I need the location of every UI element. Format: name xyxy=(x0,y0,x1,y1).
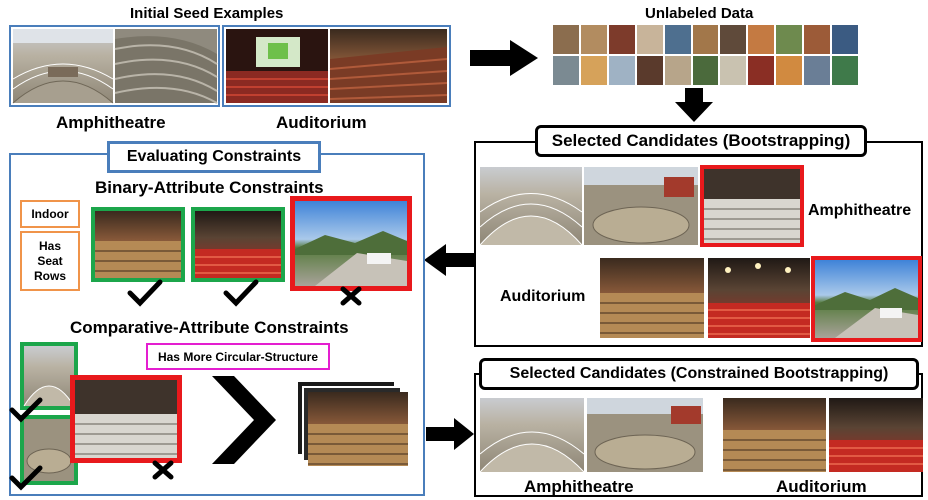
bootstrap-label-auditorium: Auditorium xyxy=(500,288,586,305)
seed-auditorium-photo-1 xyxy=(226,29,328,103)
seed-auditorium-photo-2 xyxy=(329,29,448,103)
bootstrap-amphitheatre-photo-2 xyxy=(584,167,698,245)
unlabeled-thumb xyxy=(692,56,719,85)
unlabeled-thumb xyxy=(720,25,747,54)
seed-label-amphitheatre: Amphitheatre xyxy=(56,113,166,132)
attribute-tag-line: Rows xyxy=(33,268,66,283)
bootstrap-outlier-road-frame xyxy=(811,256,922,342)
checkmark-icon xyxy=(9,465,43,491)
binary-pass-photo-2 xyxy=(195,211,281,278)
arrow-down-icon xyxy=(675,88,713,122)
unlabeled-thumb xyxy=(553,25,579,54)
unlabeled-thumb xyxy=(664,25,691,54)
evaluate-title: Evaluating Constraints xyxy=(107,141,321,173)
bootstrap-amphitheatre-photo-1 xyxy=(479,167,583,246)
bootstrap-auditorium-photo-2 xyxy=(708,258,810,338)
attribute-tag-line: Seat xyxy=(37,253,63,268)
attribute-tag-circular-structure: Has More Circular-Structure xyxy=(146,343,330,370)
cross-icon xyxy=(340,286,362,306)
seed-label-auditorium: Auditorium xyxy=(276,113,367,132)
bootstrap-title: Selected Candidates (Bootstrapping) xyxy=(535,125,867,157)
comparative-pass-photo-1 xyxy=(23,346,75,407)
bootstrap-label-amphitheatre: Amphitheatre xyxy=(808,202,912,219)
binary-pass-frame-1 xyxy=(91,207,185,282)
unlabeled-title: Unlabeled Data xyxy=(645,5,754,22)
binary-fail-road-photo xyxy=(295,201,407,286)
constrained-auditorium-photo-1 xyxy=(723,398,826,472)
comparative-pass-frame-1 xyxy=(20,342,78,410)
comparative-stack-front-photo xyxy=(308,392,408,466)
unlabeled-thumb xyxy=(832,25,858,54)
unlabeled-thumb xyxy=(832,56,858,85)
unlabeled-thumb xyxy=(748,56,775,85)
checkmark-icon xyxy=(9,397,43,423)
unlabeled-thumb xyxy=(692,25,719,54)
bootstrap-outlier-auditorium-photo xyxy=(704,169,800,243)
binary-pass-photo-1 xyxy=(95,211,181,278)
comparative-constraints-heading: Comparative-Attribute Constraints xyxy=(70,318,349,337)
checkmark-icon xyxy=(223,279,259,307)
comparative-fail-photo xyxy=(75,380,177,458)
unlabeled-thumb xyxy=(608,56,635,85)
attribute-tag-has-seat-rows: Has Seat Rows xyxy=(20,231,80,291)
seed-auditorium-frame xyxy=(222,25,451,107)
unlabeled-thumb xyxy=(608,25,635,54)
constrained-title: Selected Candidates (Constrained Bootstr… xyxy=(479,358,919,390)
cross-icon xyxy=(152,460,174,480)
unlabeled-thumb xyxy=(553,56,579,85)
unlabeled-thumb xyxy=(580,25,607,54)
bootstrap-auditorium-photo-1 xyxy=(600,258,704,338)
unlabeled-thumb xyxy=(776,56,803,85)
arrow-right-icon xyxy=(426,418,474,450)
constrained-label-amphitheatre: Amphitheatre xyxy=(524,477,634,496)
bootstrap-outlier-frame xyxy=(700,165,804,247)
constrained-amphitheatre-photo-1 xyxy=(479,398,585,473)
unlabeled-thumb xyxy=(664,56,691,85)
binary-fail-frame xyxy=(290,196,412,291)
seed-amphitheatre-frame xyxy=(9,25,220,107)
attribute-tag-line: Has xyxy=(38,238,61,253)
seed-title: Initial Seed Examples xyxy=(130,5,284,22)
unlabeled-thumb xyxy=(804,25,831,54)
unlabeled-thumb xyxy=(776,25,803,54)
constrained-amphitheatre-photo-2 xyxy=(587,398,703,472)
binary-pass-frame-2 xyxy=(191,207,285,282)
unlabeled-thumb xyxy=(636,56,663,85)
constrained-auditorium-photo-2 xyxy=(829,398,923,472)
attribute-tag-indoor: Indoor xyxy=(20,200,80,228)
unlabeled-thumb xyxy=(580,56,607,85)
constrained-label-auditorium: Auditorium xyxy=(776,477,867,496)
unlabeled-thumb xyxy=(804,56,831,85)
greater-than-icon xyxy=(212,376,276,464)
unlabeled-thumbnail-grid xyxy=(553,25,858,85)
seed-amphitheatre-photo-1 xyxy=(12,29,114,104)
unlabeled-thumb xyxy=(636,25,663,54)
unlabeled-thumb xyxy=(720,56,747,85)
binary-constraints-heading: Binary-Attribute Constraints xyxy=(95,178,324,197)
seed-amphitheatre-photo-2 xyxy=(114,29,218,104)
arrow-right-icon xyxy=(470,40,538,76)
checkmark-icon xyxy=(127,279,163,307)
bootstrap-outlier-road-photo xyxy=(815,260,918,338)
comparative-fail-frame xyxy=(70,375,182,463)
arrow-left-icon xyxy=(424,244,476,276)
unlabeled-thumb xyxy=(748,25,775,54)
